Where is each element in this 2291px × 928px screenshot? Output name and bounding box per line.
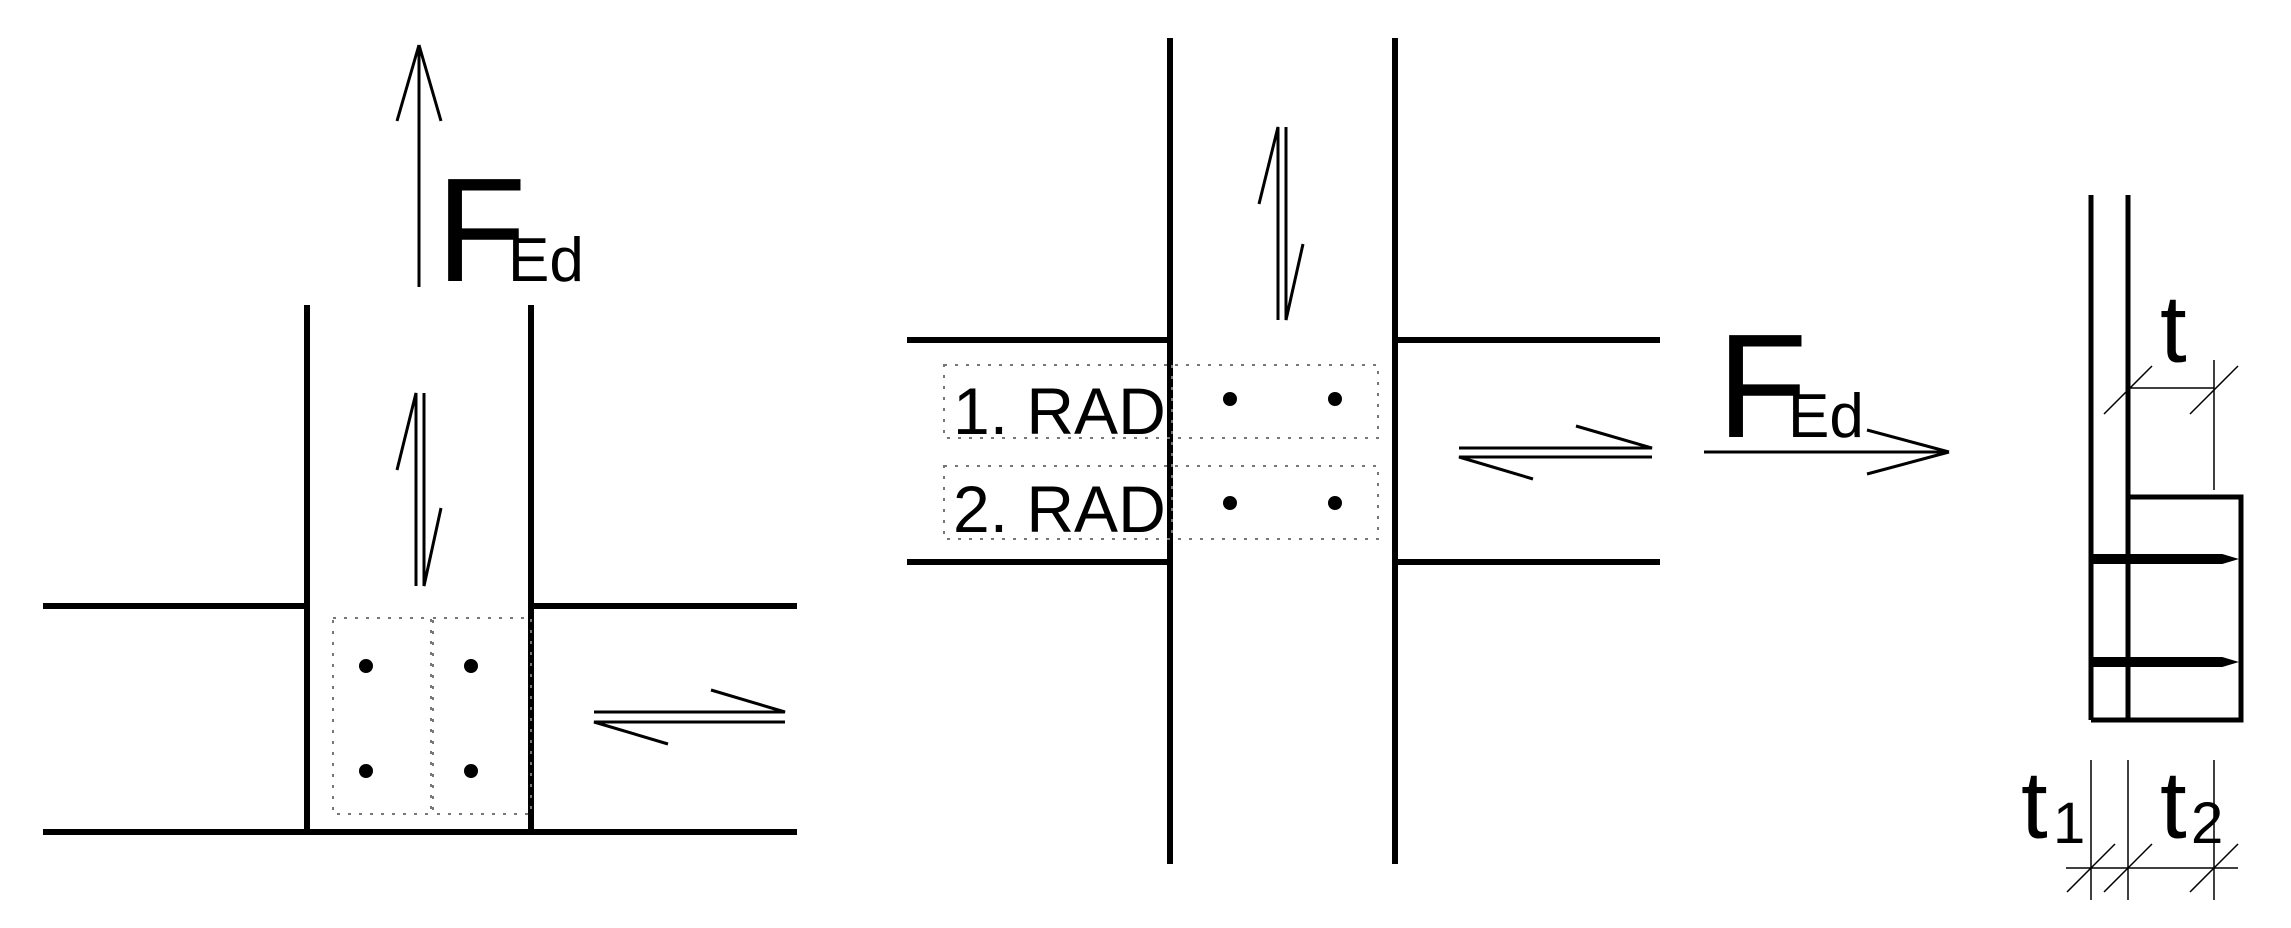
left-vertical-shear-icon <box>395 392 443 587</box>
left-force-subscript: Ed <box>508 226 584 295</box>
fastener <box>2091 657 2239 667</box>
fastener <box>2091 554 2239 564</box>
left-force-symbol: F <box>436 148 526 313</box>
middle-vertical-shear-icon <box>1257 126 1305 321</box>
middle-connection <box>907 38 1660 864</box>
member-block <box>2125 494 2244 723</box>
thickness-detail <box>2088 195 2244 723</box>
middle-bolts <box>1223 392 1342 510</box>
thickness-t2-symbol: t <box>2160 752 2187 859</box>
thickness-t1-symbol: t <box>2021 752 2048 859</box>
middle-horizontal-shear-icon <box>1458 424 1653 481</box>
row-label-1: 1. RAD <box>953 374 1166 448</box>
thickness-total-label: t <box>2160 276 2187 383</box>
dimension-t1-t2 <box>2066 760 2239 900</box>
middle-force-symbol: F <box>1717 304 1807 469</box>
middle-force-arrow-icon <box>1704 428 1950 476</box>
left-bolt-group <box>332 617 532 815</box>
dimension-t <box>2103 360 2239 490</box>
bolt <box>359 659 373 673</box>
bolt <box>464 659 478 673</box>
bolt <box>1223 392 1237 406</box>
left-connection <box>43 305 797 835</box>
bolt <box>359 764 373 778</box>
row-label-2: 2. RAD <box>953 472 1166 546</box>
middle-force-subscript: Ed <box>1788 382 1864 451</box>
thickness-t1-index: 1 <box>2053 791 2085 856</box>
bolt <box>1223 496 1237 510</box>
middle-bolt-rows <box>943 364 1379 540</box>
bolt <box>1328 392 1342 406</box>
bolt <box>464 764 478 778</box>
left-horizontal-shear-icon <box>593 688 786 746</box>
bolt <box>1328 496 1342 510</box>
thickness-t2-index: 2 <box>2191 791 2223 856</box>
left-bolts <box>359 659 478 778</box>
left-force-arrow-icon <box>395 44 443 287</box>
